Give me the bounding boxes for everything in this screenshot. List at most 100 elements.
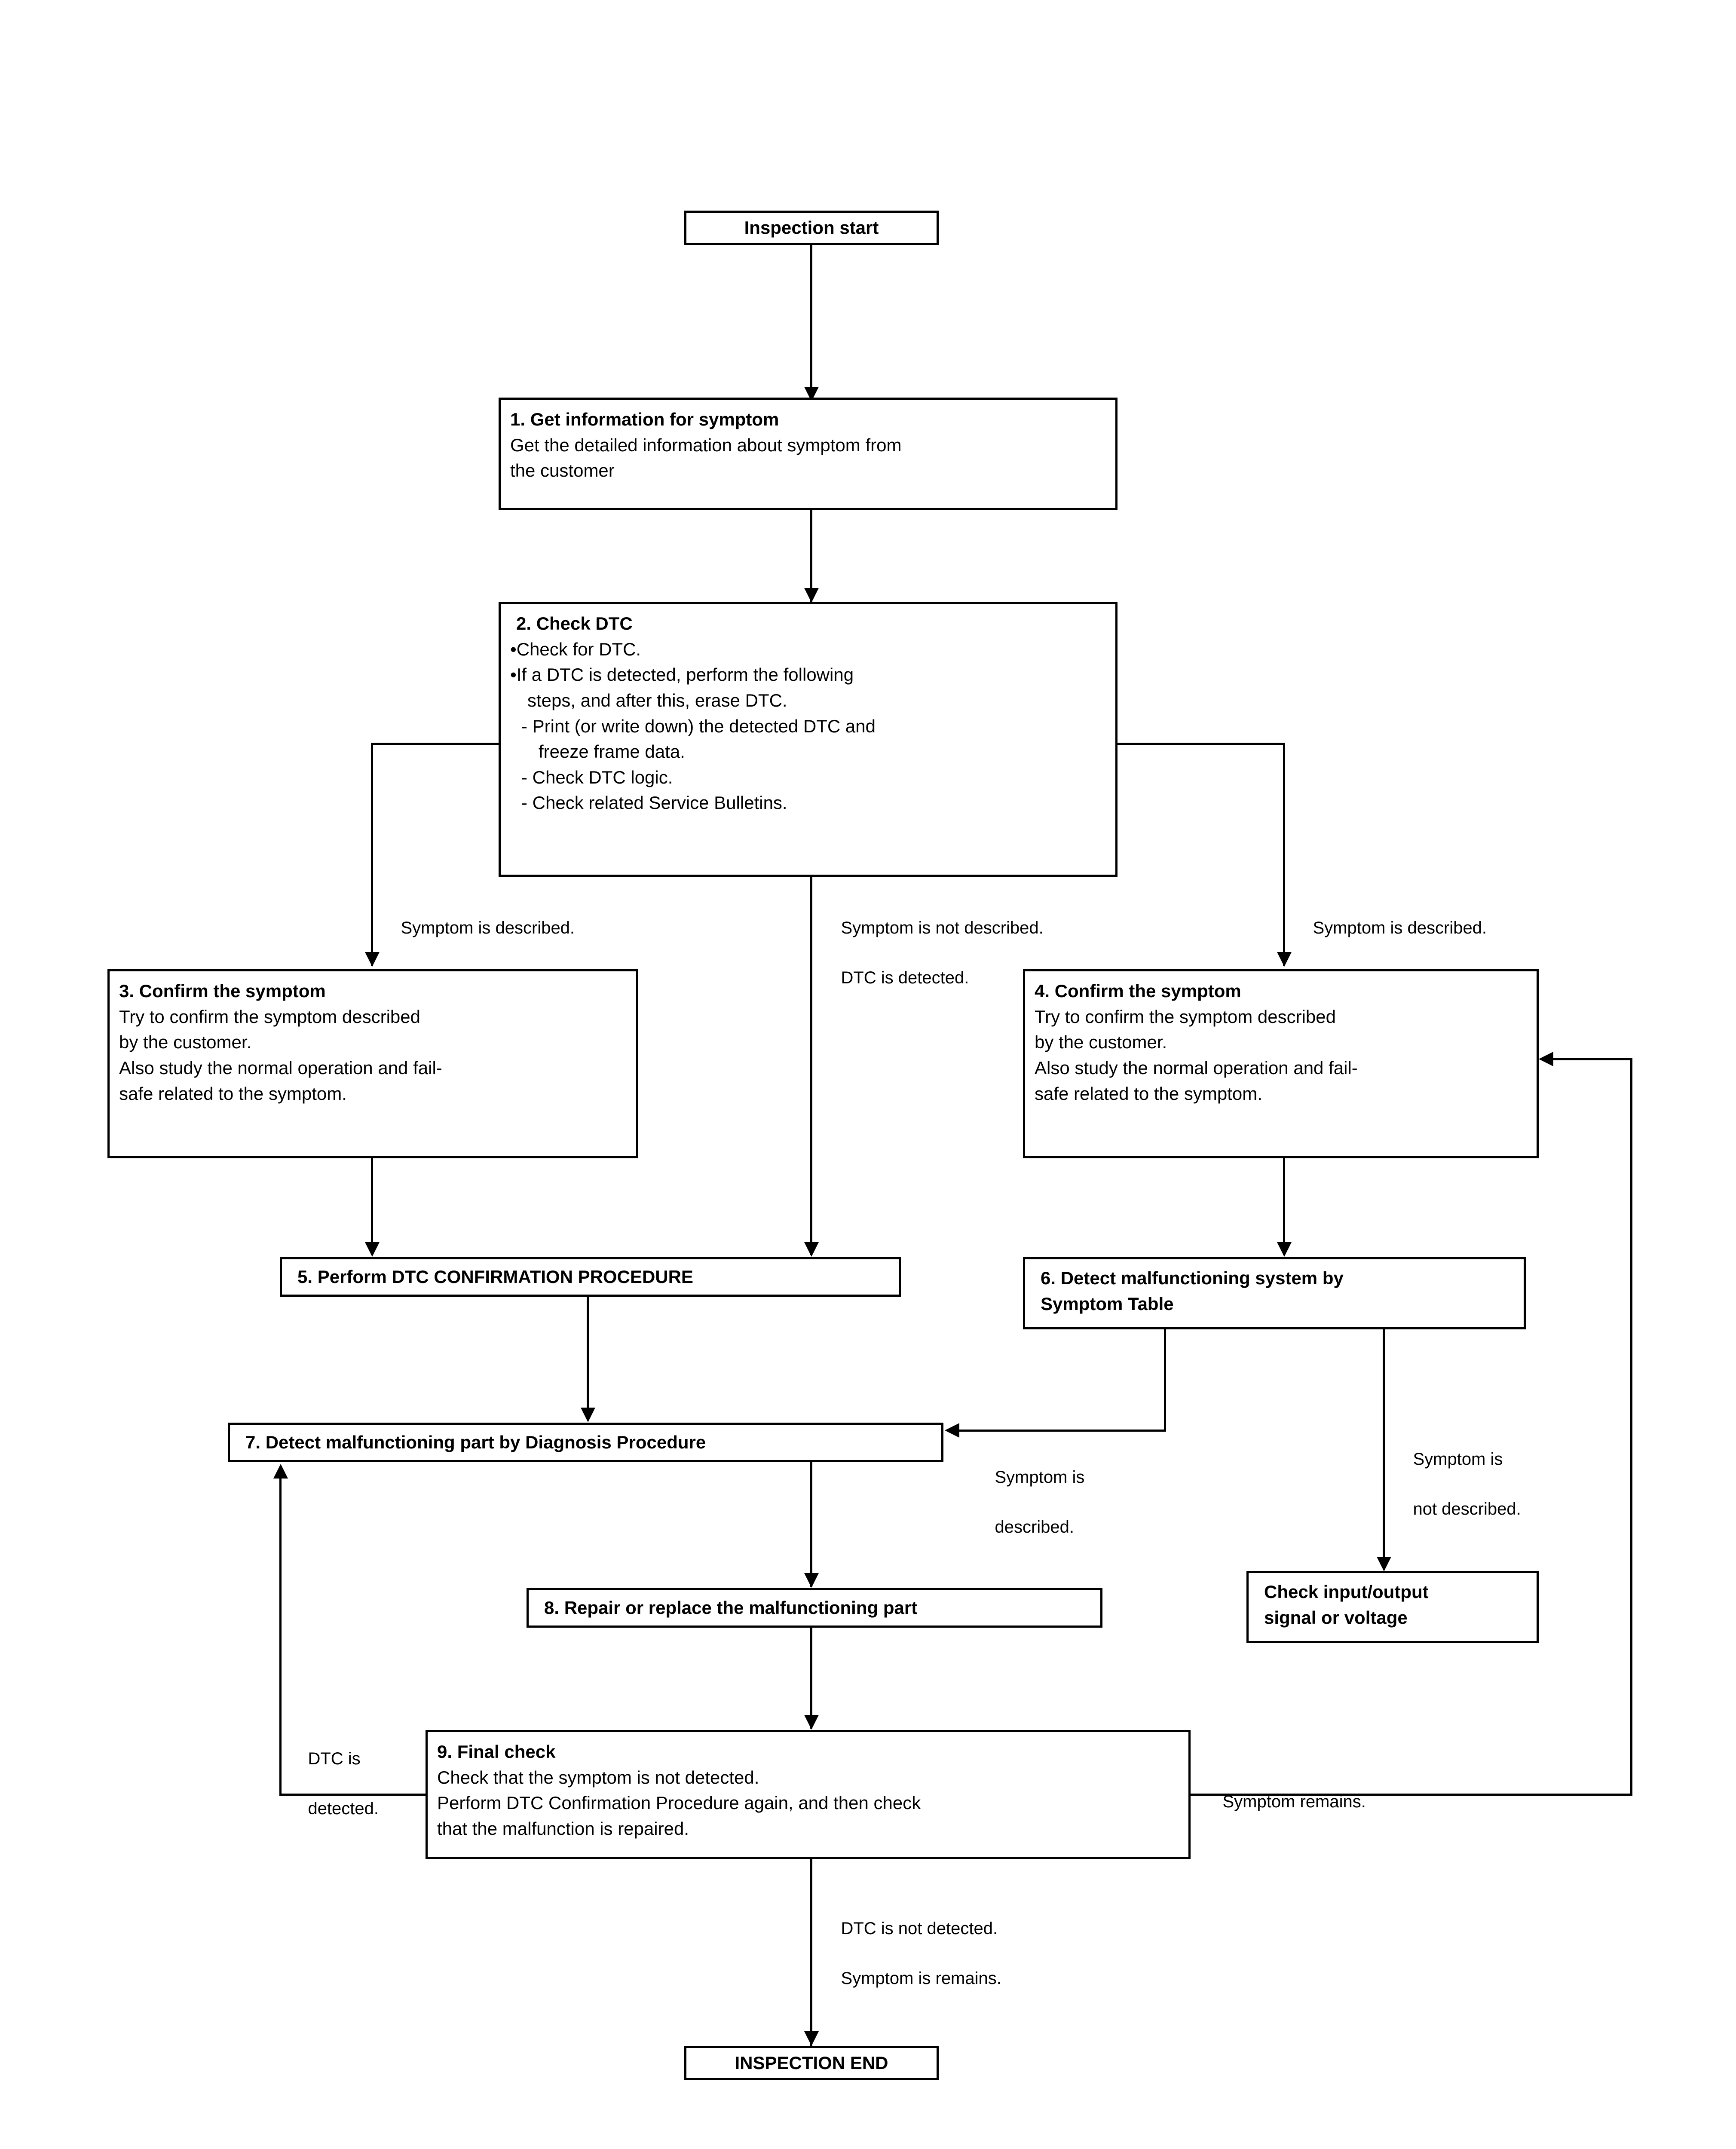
node-step-3[interactable]: 3. Confirm the symptom Try to confirm th…	[107, 969, 638, 1158]
edge-step9-loop-vertical	[279, 1479, 282, 1794]
edge-step4-to-step6	[1283, 1158, 1285, 1255]
node-step-3-line-1: Try to confirm the symptom described	[119, 1006, 420, 1027]
node-step-2-dash-1: - Print (or write down) the detected DTC…	[521, 716, 876, 736]
arrowhead-step6-to-step7	[945, 1423, 959, 1438]
edge-label-dtc-detected-loop-line-1: DTC is	[308, 1749, 361, 1768]
node-step-2-bullet-1: •Check for DTC.	[510, 639, 641, 659]
node-step-4-line-1: Try to confirm the symptom described	[1035, 1006, 1336, 1027]
node-inspection-end-label: INSPECTION END	[735, 2053, 888, 2073]
edge-label-to-end-line-2: Symptom is remains.	[841, 1969, 1001, 1988]
edge-label-branch-right-line-1: Symptom is described.	[1313, 918, 1487, 937]
node-step-6-title-line-1: 6. Detect malfunctioning system by	[1041, 1268, 1344, 1288]
node-step-7[interactable]: 7. Detect malfunctioning part by Diagnos…	[228, 1423, 943, 1462]
edge-step9-to-end	[810, 1859, 812, 2046]
node-step-3-line-4: safe related to the symptom.	[119, 1083, 347, 1104]
edge-label-to-end: DTC is not detected. Symptom is remains.	[822, 1891, 1001, 2016]
edge-step8-to-step9	[810, 1628, 812, 1729]
edge-label-to-step7: Symptom is described.	[976, 1440, 1084, 1564]
node-step-5[interactable]: 5. Perform DTC CONFIRMATION PROCEDURE	[280, 1257, 901, 1297]
edge-label-dtc-detected-loop-line-2: detected.	[308, 1799, 379, 1818]
edge-step6-to-check-io	[1383, 1329, 1385, 1570]
node-step-1-title: 1. Get information for symptom	[510, 409, 779, 429]
node-check-input-output-line-1: Check input/output	[1264, 1582, 1429, 1602]
edge-step3-to-step5	[371, 1158, 373, 1255]
edge-symptom-remains-horizontal-top	[1553, 1058, 1632, 1060]
node-check-input-output[interactable]: Check input/output signal or voltage	[1246, 1571, 1539, 1643]
edge-label-to-check-io-line-2: not described.	[1413, 1500, 1521, 1518]
edge-step2-right-vertical	[1283, 743, 1285, 966]
edge-start-to-step1	[810, 245, 812, 387]
node-step-9-title: 9. Final check	[437, 1742, 556, 1762]
edge-symptom-remains-vertical	[1630, 1058, 1632, 1794]
node-step-1-line-2: the customer	[510, 460, 615, 481]
node-step-8-title: 8. Repair or replace the malfunctioning …	[544, 1598, 918, 1618]
arrowhead-step9-to-end	[804, 2031, 819, 2046]
node-step-4-line-3: Also study the normal operation and fail…	[1035, 1057, 1358, 1078]
arrowhead-step4-to-step6	[1277, 1242, 1292, 1257]
node-step-9-line-2: Perform DTC Confirmation Procedure again…	[437, 1793, 921, 1813]
node-step-2-dash-2: - Check DTC logic.	[521, 767, 673, 787]
edge-label-branch-middle: Symptom is not described. DTC is detecte…	[822, 891, 1044, 1015]
node-step-4-line-2: by the customer.	[1035, 1032, 1167, 1053]
edge-step6-to-step7-horizontal	[959, 1430, 1166, 1432]
edge-label-branch-middle-line-2: DTC is detected.	[841, 968, 969, 987]
arrowhead-step8-to-step9	[804, 1715, 819, 1730]
edge-label-to-end-line-1: DTC is not detected.	[841, 1919, 998, 1938]
node-step-3-title: 3. Confirm the symptom	[119, 981, 326, 1001]
node-inspection-end[interactable]: INSPECTION END	[684, 2046, 939, 2080]
edge-step6-to-step7-vertical	[1164, 1329, 1166, 1432]
arrowhead-step7-to-step8	[804, 1573, 819, 1588]
arrowhead-step1-to-step2	[804, 588, 819, 603]
node-step-7-title: 7. Detect malfunctioning part by Diagnos…	[245, 1432, 706, 1453]
edge-step2-left-vertical	[371, 743, 373, 966]
node-check-input-output-line-2: signal or voltage	[1264, 1607, 1408, 1628]
edge-label-dtc-detected-loop: DTC is detected.	[289, 1721, 379, 1846]
arrowhead-step5-to-step7	[581, 1408, 595, 1422]
node-step-2-bullet-2: •If a DTC is detected, perform the follo…	[510, 664, 854, 685]
node-step-3-line-3: Also study the normal operation and fail…	[119, 1057, 442, 1078]
node-step-2[interactable]: 2. Check DTC •Check for DTC. •If a DTC i…	[499, 602, 1118, 877]
node-step-4-title: 4. Confirm the symptom	[1035, 981, 1241, 1001]
edge-label-branch-left-line-1: Symptom is described.	[401, 918, 575, 937]
edge-step2-middle-vertical	[810, 877, 812, 1255]
node-step-9[interactable]: 9. Final check Check that the symptom is…	[426, 1730, 1191, 1859]
edge-label-symptom-remains: Symptom remains.	[1203, 1764, 1366, 1839]
edge-step7-to-step8	[810, 1462, 812, 1587]
edge-label-to-step7-line-2: described.	[995, 1518, 1075, 1537]
node-step-9-line-3: that the malfunction is repaired.	[437, 1818, 689, 1839]
node-step-1[interactable]: 1. Get information for symptom Get the d…	[499, 398, 1118, 510]
node-step-2-dash-1-cont: freeze frame data.	[539, 741, 685, 762]
node-step-8[interactable]: 8. Repair or replace the malfunctioning …	[527, 1588, 1102, 1628]
node-step-3-line-2: by the customer.	[119, 1032, 252, 1053]
edge-label-symptom-remains-line-1: Symptom remains.	[1222, 1792, 1366, 1811]
edge-symptom-remains-horizontal-bottom	[1191, 1794, 1632, 1796]
arrowhead-step2-left-to-step3	[365, 952, 380, 967]
edge-step2-right-horizontal	[1115, 743, 1285, 745]
edge-step2-left-horizontal	[371, 743, 500, 745]
edge-label-branch-middle-line-1: Symptom is not described.	[841, 918, 1044, 937]
node-step-2-dash-3: - Check related Service Bulletins.	[521, 793, 787, 813]
node-inspection-start-label: Inspection start	[744, 217, 879, 238]
node-step-1-line-1: Get the detailed information about sympt…	[510, 435, 902, 455]
node-step-2-bullet-2-cont: steps, and after this, erase DTC.	[527, 690, 787, 710]
node-step-5-title: 5. Perform DTC CONFIRMATION PROCEDURE	[297, 1267, 693, 1287]
arrowhead-symptom-remains-to-step4	[1539, 1052, 1553, 1066]
arrowhead-step9-loop-to-step7	[273, 1464, 288, 1479]
node-step-4[interactable]: 4. Confirm the symptom Try to confirm th…	[1023, 969, 1539, 1158]
node-step-9-line-1: Check that the symptom is not detected.	[437, 1767, 759, 1788]
arrowhead-step6-to-check-io	[1377, 1557, 1391, 1571]
edge-step5-to-step7	[587, 1297, 589, 1419]
node-step-6-title-line-2: Symptom Table	[1041, 1293, 1174, 1314]
edge-step9-loop-horizontal	[279, 1794, 428, 1796]
node-step-4-line-4: safe related to the symptom.	[1035, 1083, 1262, 1104]
arrowhead-step2-middle-to-step5	[804, 1242, 819, 1257]
edge-label-to-check-io: Symptom is not described.	[1394, 1422, 1521, 1546]
node-inspection-start[interactable]: Inspection start	[684, 211, 939, 245]
edge-label-to-check-io-line-1: Symptom is	[1413, 1450, 1503, 1469]
node-step-2-title: 2. Check DTC	[516, 613, 633, 634]
node-step-6[interactable]: 6. Detect malfunctioning system by Sympt…	[1023, 1257, 1526, 1329]
edge-label-to-step7-line-1: Symptom is	[995, 1468, 1085, 1487]
arrowhead-step2-right-to-step4	[1277, 952, 1292, 967]
edge-step1-to-step2	[810, 510, 812, 603]
